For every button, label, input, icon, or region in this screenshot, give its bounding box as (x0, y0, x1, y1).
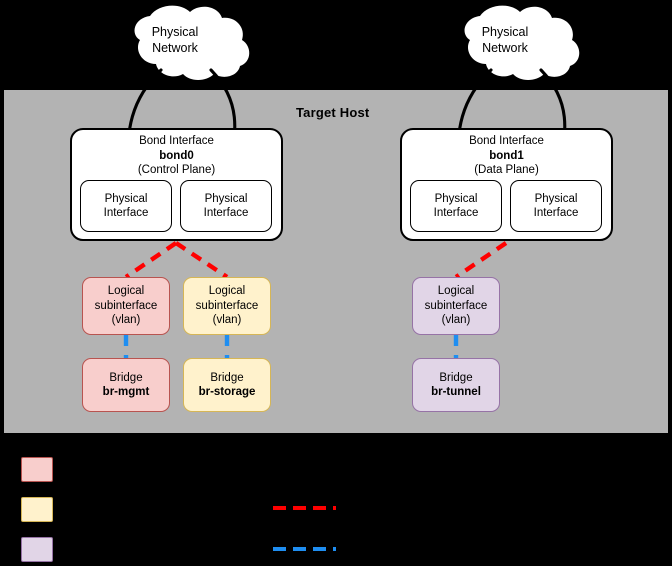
logical-subinterface-box-mgmt: Logical subinterface (vlan) (82, 277, 170, 335)
cloud-label-left-line2: Network (152, 41, 198, 55)
bridge-box-br-tunnel: Bridge br-tunnel (412, 358, 500, 412)
cloud-label-left: Physical Network (134, 24, 216, 56)
vlan-tunnel-line1: Logical (437, 285, 475, 298)
vlan-storage-line1: Logical (208, 285, 246, 298)
physical-interface-bond0-a-line1: Physical (104, 192, 148, 205)
physical-interface-bond1-b-line1: Physical (534, 192, 578, 205)
physical-interface-bond1-b-line2: Interface (533, 207, 579, 219)
physical-interface-bond1-a-line1: Physical (434, 192, 478, 205)
physical-interface-bond0-b-line2: Interface (203, 207, 249, 219)
bridge-mgmt-label: Bridge (109, 371, 143, 384)
bridge-tunnel-label: Bridge (439, 371, 473, 384)
cloud-physical-network-right (464, 5, 580, 80)
logical-subinterface-box-tunnel: Logical subinterface (vlan) (412, 277, 500, 335)
bond0-to-vlan-storage-link (174, 241, 229, 279)
physical-interface-box-bond1-b: Physical Interface (510, 180, 602, 232)
physical-interface-box-bond1-a: Physical Interface (410, 180, 502, 232)
bridge-box-br-storage: Bridge br-storage (183, 358, 271, 412)
bridge-mgmt-name: br-mgmt (102, 386, 150, 398)
vlan-storage-line2: subinterface (195, 299, 259, 312)
cloud-label-left-line1: Physical (151, 25, 199, 39)
vlan-mgmt-line1: Logical (107, 285, 145, 298)
legend-swatch-purple (21, 537, 53, 562)
vlan-tunnel-line3: (vlan) (441, 314, 471, 327)
cloud-physical-network-left (134, 5, 250, 80)
physical-interface-bond0-b-line1: Physical (204, 192, 248, 205)
bond0-to-vlan-mgmt-link (124, 241, 178, 279)
vlan-mgmt-line3: (vlan) (111, 314, 141, 327)
cloud-label-right-line1: Physical (481, 25, 529, 39)
bridge-storage-label: Bridge (210, 371, 244, 384)
vlan-tunnel-line2: subinterface (424, 299, 488, 312)
legend-swatch-pink (21, 457, 53, 482)
logical-subinterface-box-storage: Logical subinterface (vlan) (183, 277, 271, 335)
physical-interface-box-bond0-b: Physical Interface (180, 180, 272, 232)
cloud-label-right-line2: Network (482, 41, 528, 55)
physical-interface-bond0-a-line2: Interface (103, 207, 149, 219)
physical-interface-box-bond0-a: Physical Interface (80, 180, 172, 232)
legend-line-blue-dashed (273, 547, 336, 551)
target-host-label: Target Host (296, 105, 370, 120)
cloud-label-right: Physical Network (464, 24, 546, 56)
legend-swatch-yellow (21, 497, 53, 522)
bridge-box-br-mgmt: Bridge br-mgmt (82, 358, 170, 412)
vlan-mgmt-line2: subinterface (94, 299, 158, 312)
vlan-storage-line3: (vlan) (212, 314, 242, 327)
legend-line-red-dashed (273, 506, 336, 510)
bridge-storage-name: br-storage (198, 386, 256, 398)
bond1-to-vlan-tunnel-link (454, 241, 508, 279)
bridge-tunnel-name: br-tunnel (431, 386, 481, 398)
physical-interface-bond1-a-line2: Interface (433, 207, 479, 219)
